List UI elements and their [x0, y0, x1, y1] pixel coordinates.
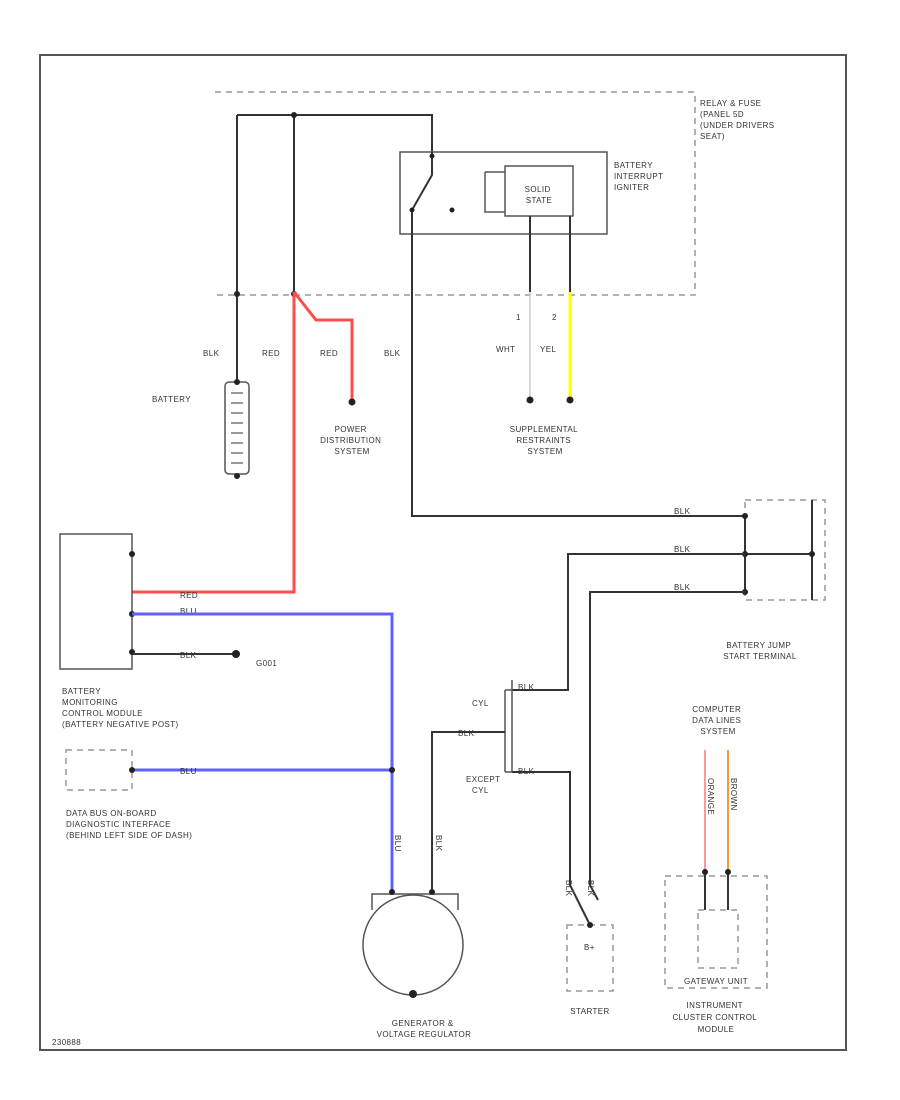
ground-label: G001 — [256, 659, 277, 668]
battery-label: BATTERY — [152, 395, 191, 404]
instrument-cluster-control-module: GATEWAY UNIT INSTRUMENT CLUSTER CONTROL … — [664, 875, 768, 1034]
supplemental-restraints-label: SUPPLEMENTAL RESTRAINTS SYSTEM — [510, 425, 581, 456]
data-brn-label: BROWN — [729, 778, 738, 811]
blk-switch-label: BLK — [384, 349, 401, 358]
solid-state-box — [504, 165, 574, 217]
instrument-cluster-label: INSTRUMENT CLUSTER CONTROL MODULE — [672, 1001, 759, 1034]
pin-2-label: 2 — [552, 313, 557, 322]
battery-monitoring-control-module: BATTERY MONITORING CONTROL MODULE (BATTE… — [59, 533, 179, 729]
bmcm-red-label: RED — [180, 591, 198, 600]
battery-monitoring-label: BATTERY MONITORING CONTROL MODULE (BATTE… — [62, 687, 179, 729]
starter-symbol: B+ — [584, 943, 595, 952]
battery-symbol — [224, 379, 250, 479]
except-cyl-label: EXCEPT CYL — [466, 775, 503, 795]
split-blk-label: BLK — [458, 729, 475, 738]
power-distribution-label: POWER DISTRIBUTION SYSTEM — [320, 425, 384, 456]
cyl-label: CYL — [472, 699, 489, 708]
jump-blk3-label: BLK — [674, 583, 691, 592]
battery-jump-start-terminal: BATTERY JUMP START TERMINAL — [723, 499, 826, 661]
red-pds-label: RED — [320, 349, 338, 358]
battery-jump-start-label: BATTERY JUMP START TERMINAL — [723, 641, 797, 661]
cyl-blk-label: BLK — [518, 683, 535, 692]
gen-blk-label: BLK — [434, 835, 443, 852]
bus-blu-label: BLU — [180, 767, 197, 776]
solid-state-label: SOLID STATE — [525, 185, 554, 205]
wht-wire-label: WHT — [496, 345, 515, 354]
bmcm-blk-label: BLK — [180, 651, 197, 660]
data-bus-label: DATA BUS ON-BOARD DIAGNOSTIC INTERFACE (… — [66, 809, 192, 840]
red-main-label: RED — [262, 349, 280, 358]
generator-label: GENERATOR & VOLTAGE REGULATOR — [377, 1019, 472, 1039]
yel-wire-label: YEL — [540, 345, 556, 354]
bmcm-blu-label: BLU — [180, 607, 197, 616]
pin-1-label: 1 — [516, 313, 521, 322]
gateway-unit-label: GATEWAY UNIT — [684, 977, 748, 986]
data-bus-diagnostic-interface: DATA BUS ON-BOARD DIAGNOSTIC INTERFACE (… — [65, 749, 192, 840]
jump-blk1-label: BLK — [674, 507, 691, 516]
data-org-label: ORANGE — [706, 778, 715, 815]
blk-battery-label: BLK — [203, 349, 220, 358]
except-blk-label: BLK — [518, 767, 535, 776]
splice-dot — [291, 112, 297, 118]
battery-interrupt-igniter-label: BATTERY INTERRUPT IGNITER — [614, 161, 666, 192]
relay-fuse-panel-label: RELAY & FUSE (PANEL 5D (UNDER DRIVERS SE… — [700, 99, 777, 141]
gen-blu-label: BLU — [393, 835, 402, 852]
starter-blk2-label: BLK — [586, 880, 595, 897]
battery-interrupt-igniter: SOLID STATE BATTERY INTERRUPT IGNITER — [399, 151, 666, 235]
jump-blk2-label: BLK — [674, 545, 691, 554]
relay-fuse-panel: RELAY & FUSE (PANEL 5D (UNDER DRIVERS SE… — [215, 91, 777, 296]
computer-data-lines-label: COMPUTER DATA LINES SYSTEM — [692, 705, 744, 736]
starter-label: STARTER — [570, 1007, 609, 1016]
starter: B+ STARTER — [566, 922, 614, 1016]
footer-code: 230888 — [52, 1038, 81, 1047]
generator-voltage-regulator: GENERATOR & VOLTAGE REGULATOR — [362, 889, 472, 1039]
diagram-frame — [39, 54, 847, 1051]
starter-blk1-label: BLK — [564, 880, 573, 897]
